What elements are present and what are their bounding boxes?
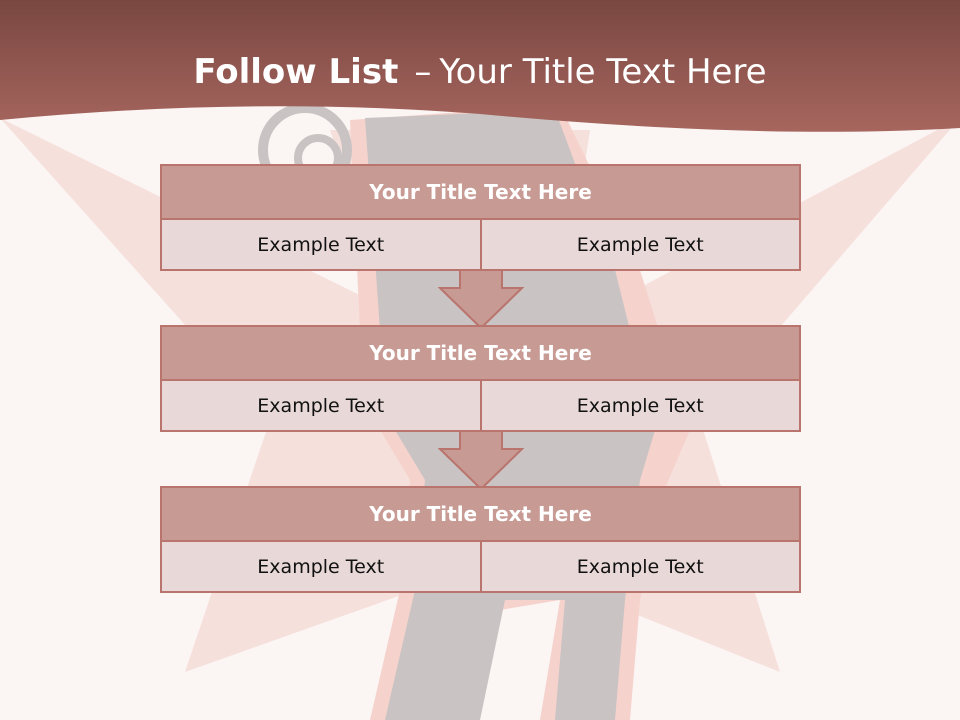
- block-cell-right: Example Text: [480, 542, 801, 593]
- slide-title: Follow List–Your Title Text Here: [0, 52, 960, 92]
- down-arrow-icon: [438, 431, 524, 491]
- down-arrow-icon: [438, 270, 524, 330]
- header-shape: [0, 0, 960, 132]
- title-text: Your Title Text Here: [439, 52, 767, 92]
- block-row: Example Text Example Text: [160, 381, 801, 432]
- block-row: Example Text Example Text: [160, 542, 801, 593]
- block-cell-left: Example Text: [160, 542, 481, 593]
- title-separator: –: [414, 52, 432, 92]
- block-cell-left: Example Text: [160, 220, 481, 271]
- block-title: Your Title Text Here: [160, 486, 801, 542]
- block-title: Your Title Text Here: [160, 164, 801, 220]
- block-cell-right: Example Text: [480, 381, 801, 432]
- header-band: [0, 0, 960, 132]
- title-bold: Follow List: [193, 52, 399, 92]
- block-row: Example Text Example Text: [160, 220, 801, 271]
- block-cell-left: Example Text: [160, 381, 481, 432]
- block-title: Your Title Text Here: [160, 325, 801, 381]
- block-cell-right: Example Text: [480, 220, 801, 271]
